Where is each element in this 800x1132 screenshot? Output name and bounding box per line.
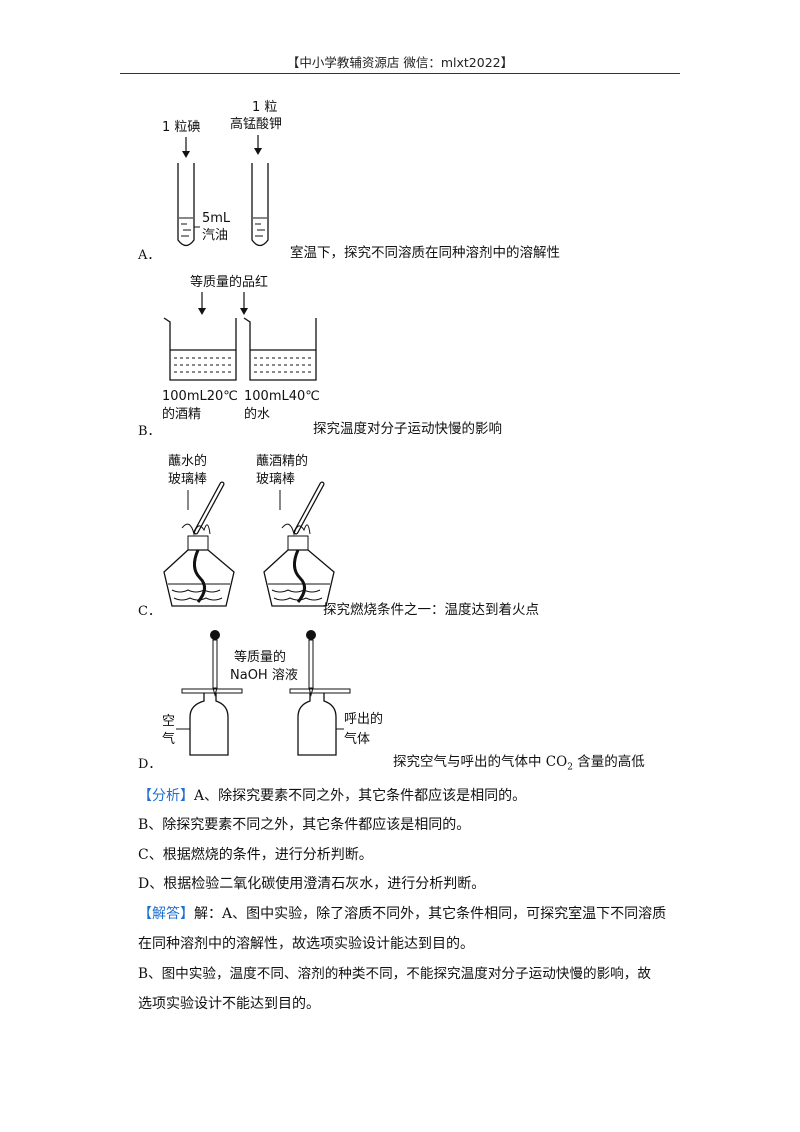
label-water-rod-2: 玻璃棒 xyxy=(168,472,207,487)
option-d-caption-pre: 探究空气与呼出的气体中 CO xyxy=(393,754,568,770)
label-naoh-solution: NaOH 溶液 xyxy=(230,668,298,683)
answer-a-line2: 在同种溶剂中的溶解性，故选项实验设计能达到目的。 xyxy=(138,936,474,952)
label-alcohol: 的酒精 xyxy=(162,406,201,422)
label-alcohol-rod-2: 玻璃棒 xyxy=(256,472,295,487)
label-exhaled-1: 呼出的 xyxy=(344,711,383,727)
figure-c-alcohol-lamps: 蘸水的 玻璃棒 蘸酒精的 玻璃棒 xyxy=(160,448,340,618)
option-b-letter: B． xyxy=(138,424,161,439)
analysis-line-c: C、根据燃烧的条件，进行分析判断。 xyxy=(138,847,373,863)
label-100ml-40c: 100mL40℃ xyxy=(244,389,320,404)
beaker-right xyxy=(243,317,317,381)
option-a-letter: A． xyxy=(138,248,161,263)
test-tube-left xyxy=(177,163,195,247)
label-5ml: 5mL xyxy=(202,211,231,226)
option-c-letter: C． xyxy=(138,604,161,619)
page-header: 【中小学教辅资源店 微信：mlxt2022】 xyxy=(286,55,514,70)
label-exhaled-2: 气体 xyxy=(344,731,370,747)
label-100ml-20c: 100mL20℃ xyxy=(162,389,238,404)
answer-b-line2: 选项实验设计不能达到目的。 xyxy=(138,996,320,1012)
label-kmno4: 高锰酸钾 xyxy=(230,116,282,132)
gas-bottle-left xyxy=(189,693,229,756)
figure-b-beakers: 等质量的品红 100mL20℃ 的酒精 100mL40℃ 的水 xyxy=(160,270,340,430)
option-b-caption: 探究温度对分子运动快慢的影响 xyxy=(313,421,502,437)
label-gasoline: 汽油 xyxy=(202,228,228,243)
label-equal-mass: 等质量的 xyxy=(234,649,286,665)
analysis-line-d: D、根据检验二氧化碳使用澄清石灰水，进行分析判断。 xyxy=(138,876,486,892)
label-air-1: 空 xyxy=(162,714,175,729)
label-iodine: 1 粒碘 xyxy=(162,120,200,135)
option-d-letter: D． xyxy=(138,757,162,772)
label-water-rod-1: 蘸水的 xyxy=(168,453,207,469)
label-one-grain: 1 粒 xyxy=(252,100,277,115)
co2-subscript: 2 xyxy=(567,762,573,773)
answer-b-line1: B、图中实验，温度不同、溶剂的种类不同，不能探究温度对分子运动快慢的影响，故 xyxy=(138,966,651,982)
answer-a-line1: 【解答】解：A、图中实验，除了溶质不同外，其它条件相同，可探究室温下不同溶质 xyxy=(138,904,678,924)
figure-a-test-tubes: 1 粒碘 1 粒 高锰酸钾 5mL 汽油 xyxy=(150,95,310,255)
figure-d-gas-bottles: 等质量的 NaOH 溶液 空 气 呼出的 气体 xyxy=(160,625,400,770)
alcohol-lamp-left xyxy=(163,549,235,607)
test-tube-right xyxy=(251,163,269,247)
answer-a-text-1: 解：A、图中实验，除了溶质不同外，其它条件相同，可探究室温下不同溶质 xyxy=(194,906,667,922)
gas-bottle-right xyxy=(297,693,337,756)
header-rule xyxy=(120,73,680,74)
label-water: 的水 xyxy=(244,406,270,422)
label-equal-mass-dye: 等质量的品红 xyxy=(190,274,268,290)
analysis-line-b: B、除探究要素不同之外，其它条件都应该是相同的。 xyxy=(138,817,471,833)
beaker-left xyxy=(163,317,237,381)
analysis-tag: 【分析】 xyxy=(138,788,194,804)
analysis-line-a: 【分析】A、除探究要素不同之外，其它条件都应该是相同的。 xyxy=(138,786,678,806)
option-a-caption: 室温下，探究不同溶质在同种溶剂中的溶解性 xyxy=(290,245,560,261)
answer-tag: 【解答】 xyxy=(138,906,194,922)
label-air-2: 气 xyxy=(162,731,175,747)
option-d-caption: 探究空气与呼出的气体中 CO2 含量的高低 xyxy=(393,750,645,773)
alcohol-lamp-right xyxy=(263,549,335,607)
analysis-text-a: A、除探究要素不同之外，其它条件都应该是相同的。 xyxy=(194,788,527,804)
option-c-caption: 探究燃烧条件之一：温度达到着火点 xyxy=(323,602,539,618)
option-d-caption-post: 含量的高低 xyxy=(572,754,645,770)
label-alcohol-rod-1: 蘸酒精的 xyxy=(256,453,308,469)
